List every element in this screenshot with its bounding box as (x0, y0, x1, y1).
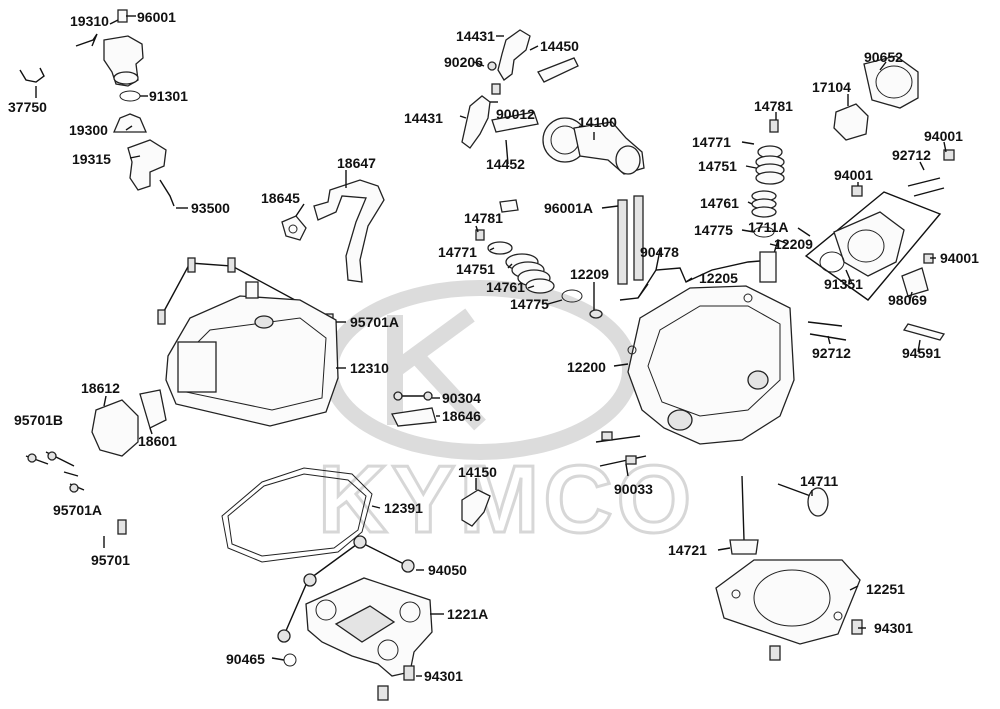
label-14771-right: 14771 (692, 134, 731, 150)
label-95701: 95701 (91, 552, 130, 568)
label-94001-mid: 94001 (834, 167, 873, 183)
rocker-holder-drawing (277, 535, 433, 701)
thermostat-housing-drawing (19, 9, 175, 207)
label-92712-top: 92712 (892, 147, 931, 163)
valve-springs-left-drawing (475, 229, 603, 319)
label-19300: 19300 (69, 122, 108, 138)
valves-drawing (729, 475, 829, 555)
label-14431-mid: 14431 (404, 110, 443, 126)
label-14761-right: 14761 (700, 195, 739, 211)
rocker-arms-drawing (461, 29, 579, 149)
label-17104: 17104 (812, 79, 851, 95)
label-90206: 90206 (444, 54, 483, 70)
label-14751-left: 14751 (456, 261, 495, 277)
label-90304: 90304 (442, 390, 481, 406)
label-14100: 14100 (578, 114, 617, 130)
label-94301-bottom: 94301 (424, 668, 463, 684)
label-90465: 90465 (226, 651, 265, 667)
watermark-text: KYMCO (318, 446, 695, 553)
label-14761-left: 14761 (486, 279, 525, 295)
label-12209-left: 12209 (570, 266, 609, 282)
label-96001A: 96001A (544, 200, 593, 216)
camshaft-drawing (499, 117, 645, 213)
label-94301-right: 94301 (874, 620, 913, 636)
label-1711A: 1711A (748, 219, 788, 235)
label-14781-right: 14781 (754, 98, 793, 114)
head-cover-gasket-drawing (221, 467, 373, 563)
label-14721: 14721 (668, 542, 707, 558)
label-93500: 93500 (191, 200, 230, 216)
label-18612: 18612 (81, 380, 120, 396)
label-1221A: 1221A (447, 606, 488, 622)
label-96001: 96001 (137, 9, 176, 25)
hose-pipe-drawing (281, 179, 385, 283)
label-95701A-top: 95701A (350, 314, 399, 330)
label-90033: 90033 (614, 481, 653, 497)
label-14452: 14452 (486, 156, 525, 172)
label-12310: 12310 (350, 360, 389, 376)
label-14775-left: 14775 (510, 296, 549, 312)
label-95701B: 95701B (14, 412, 63, 428)
label-14711: 14711 (800, 473, 838, 489)
intake-boot-drawing (833, 55, 955, 197)
label-94001-right: 94001 (940, 250, 979, 266)
label-98069: 98069 (888, 292, 927, 308)
label-94001-top: 94001 (924, 128, 963, 144)
decompressor-drawing (461, 489, 491, 527)
label-37750: 37750 (8, 99, 47, 115)
label-12209-right: 12209 (774, 236, 813, 252)
label-14431-top: 14431 (456, 28, 495, 44)
label-90478: 90478 (640, 244, 679, 260)
part-labels: 19310 96001 91301 37750 19300 19315 9350… (8, 9, 979, 684)
label-18645: 18645 (261, 190, 300, 206)
label-18646: 18646 (442, 408, 481, 424)
label-95701A-left: 95701A (53, 502, 102, 518)
label-14775-right: 14775 (694, 222, 733, 238)
label-14771-left: 14771 (438, 244, 477, 260)
cylinder-head-cover-drawing (157, 257, 339, 427)
stud-bolts-drawing (595, 431, 647, 467)
label-91351: 91351 (824, 276, 863, 292)
intake-manifold-drawing (804, 177, 946, 341)
label-19310: 19310 (70, 13, 109, 29)
label-12205: 12205 (699, 270, 738, 286)
label-91301: 91301 (149, 88, 188, 104)
leader-lines (35, 15, 947, 677)
label-12251: 12251 (866, 581, 905, 597)
label-19315: 19315 (72, 151, 111, 167)
label-18601: 18601 (138, 433, 177, 449)
label-90012: 90012 (496, 106, 535, 122)
label-92712-bottom: 92712 (812, 345, 851, 361)
cylinder-head-drawing (617, 195, 795, 445)
label-90652: 90652 (864, 49, 903, 65)
label-14781-left: 14781 (464, 210, 503, 226)
cylinder-head-gasket-drawing (715, 559, 863, 661)
label-94591: 94591 (902, 345, 941, 361)
label-18647: 18647 (337, 155, 376, 171)
breather-and-gasket-drawing (25, 389, 437, 535)
label-94050: 94050 (428, 562, 467, 578)
label-12200: 12200 (567, 359, 606, 375)
label-14751-right: 14751 (698, 158, 737, 174)
label-14450: 14450 (540, 38, 579, 54)
valve-springs-right-drawing (751, 119, 785, 238)
label-12391: 12391 (384, 500, 423, 516)
label-14150: 14150 (458, 464, 497, 480)
